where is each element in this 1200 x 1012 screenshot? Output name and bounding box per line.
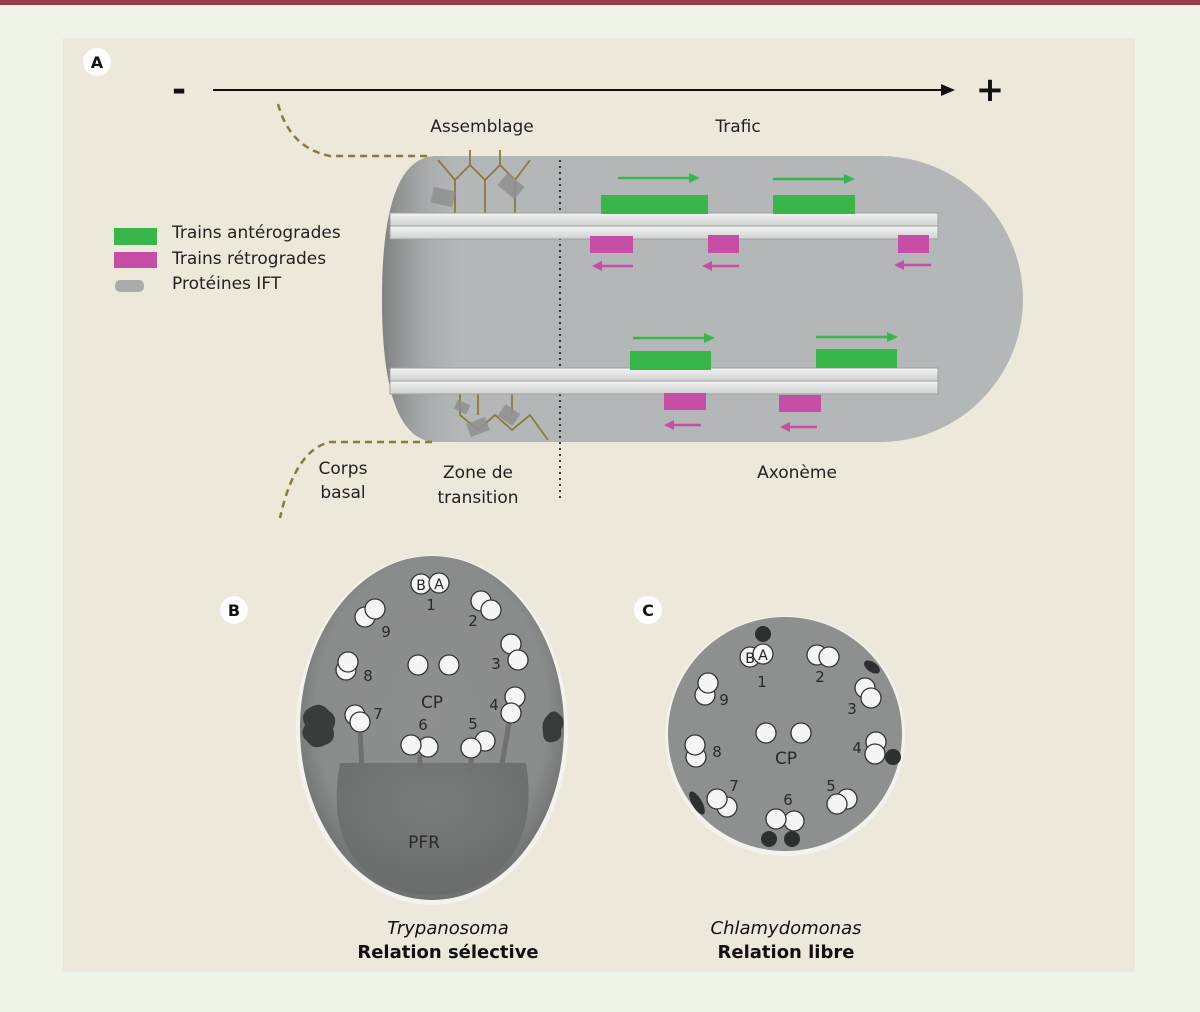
label-corps: Corps	[319, 459, 368, 479]
legend-retrograde-label: Trains rétrogrades	[171, 249, 326, 269]
badge-c	[634, 596, 662, 624]
microtubule-bottom	[389, 367, 939, 395]
label-trafic: Trafic	[714, 117, 760, 137]
legend-anterograde-label: Trains antérogrades	[171, 223, 341, 243]
doublet-number-1-c: 1	[757, 673, 767, 691]
doublet-number-9-c: 9	[719, 691, 729, 709]
label-transition: transition	[438, 488, 519, 508]
central-pair-label-c: CP	[775, 749, 797, 769]
polarity-arrowhead	[941, 84, 955, 96]
ift-protein-blobs	[430, 172, 525, 437]
doublet-number-1-b: 1	[426, 596, 436, 614]
legend-retrograde-swatch	[114, 252, 157, 268]
doublet-number-8-c: 8	[712, 743, 722, 761]
badge-c-label: C	[642, 601, 654, 620]
panel-a: A - + Assemblage Trafic	[83, 48, 1023, 519]
doublet-number-7-b: 7	[373, 705, 383, 723]
doublet-number-4-c: 4	[852, 739, 862, 757]
retrograde-trains	[590, 235, 929, 412]
doublet-number-4-b: 4	[489, 696, 499, 714]
doublet-number-3-b: 3	[491, 655, 501, 673]
doublet-b-label-c: B	[745, 651, 755, 667]
doublet-number-8-b: 8	[363, 667, 373, 685]
organism-label-c: Chlamydomonas	[711, 918, 862, 939]
badge-b-label: B	[228, 601, 240, 620]
legend: Trains antérogrades Trains rétrogrades P…	[114, 223, 341, 294]
badge-a-label: A	[91, 53, 104, 72]
panel-b: B PFR B A 1	[220, 555, 568, 963]
basal-shading	[382, 156, 470, 442]
organism-label-b: Trypanosoma	[387, 918, 508, 939]
doublet-number-2-b: 2	[468, 612, 478, 630]
legend-anterograde-swatch	[114, 228, 157, 245]
doublet-number-9-b: 9	[381, 623, 391, 641]
doublet-number-6-b: 6	[418, 716, 428, 734]
anterograde-trains	[601, 195, 897, 370]
relation-label-c: Relation libre	[718, 942, 855, 963]
retrograde-arrows	[592, 260, 931, 432]
doublet-number-6-c: 6	[783, 791, 793, 809]
top-bar	[0, 0, 1200, 5]
doublet-number-3-c: 3	[847, 700, 857, 718]
badge-b	[220, 596, 248, 624]
label-basal: basal	[320, 483, 365, 503]
plus-end-label: +	[976, 70, 1005, 110]
label-assemblage: Assemblage	[430, 117, 534, 137]
panel-c: C B A 1 2 3 4 5 6	[634, 596, 905, 963]
label-axoneme: Axonème	[757, 463, 837, 483]
membrane-top	[276, 103, 432, 158]
dense-bodies-c	[689, 626, 901, 847]
doublet-number-2-c: 2	[815, 668, 825, 686]
doublet-b-label-b: B	[416, 578, 426, 594]
relation-label-b: Relation sélective	[357, 942, 538, 963]
badge-a	[83, 48, 111, 76]
doublet-a-label-c: A	[758, 648, 768, 664]
doublets-b	[335, 572, 529, 759]
membrane-bottom	[278, 440, 432, 519]
doublets-c	[684, 643, 887, 832]
legend-ift-label: Protéines IFT	[172, 274, 282, 294]
doublet-a-label-b: A	[434, 577, 444, 593]
central-pair-label-b: CP	[421, 693, 443, 713]
anterograde-arrows	[618, 173, 898, 343]
dense-bodies-b	[302, 704, 564, 748]
legend-ift-swatch	[115, 280, 144, 292]
microtubule-top	[389, 212, 939, 240]
doublet-number-5-c: 5	[826, 777, 836, 795]
pfr-label: PFR	[408, 833, 440, 853]
label-zone-de: Zone de	[443, 463, 513, 483]
minus-end-label: -	[172, 70, 186, 110]
pfr-structure	[336, 763, 529, 895]
doublet-number-5-b: 5	[468, 715, 478, 733]
doublet-number-7-c: 7	[729, 777, 739, 795]
